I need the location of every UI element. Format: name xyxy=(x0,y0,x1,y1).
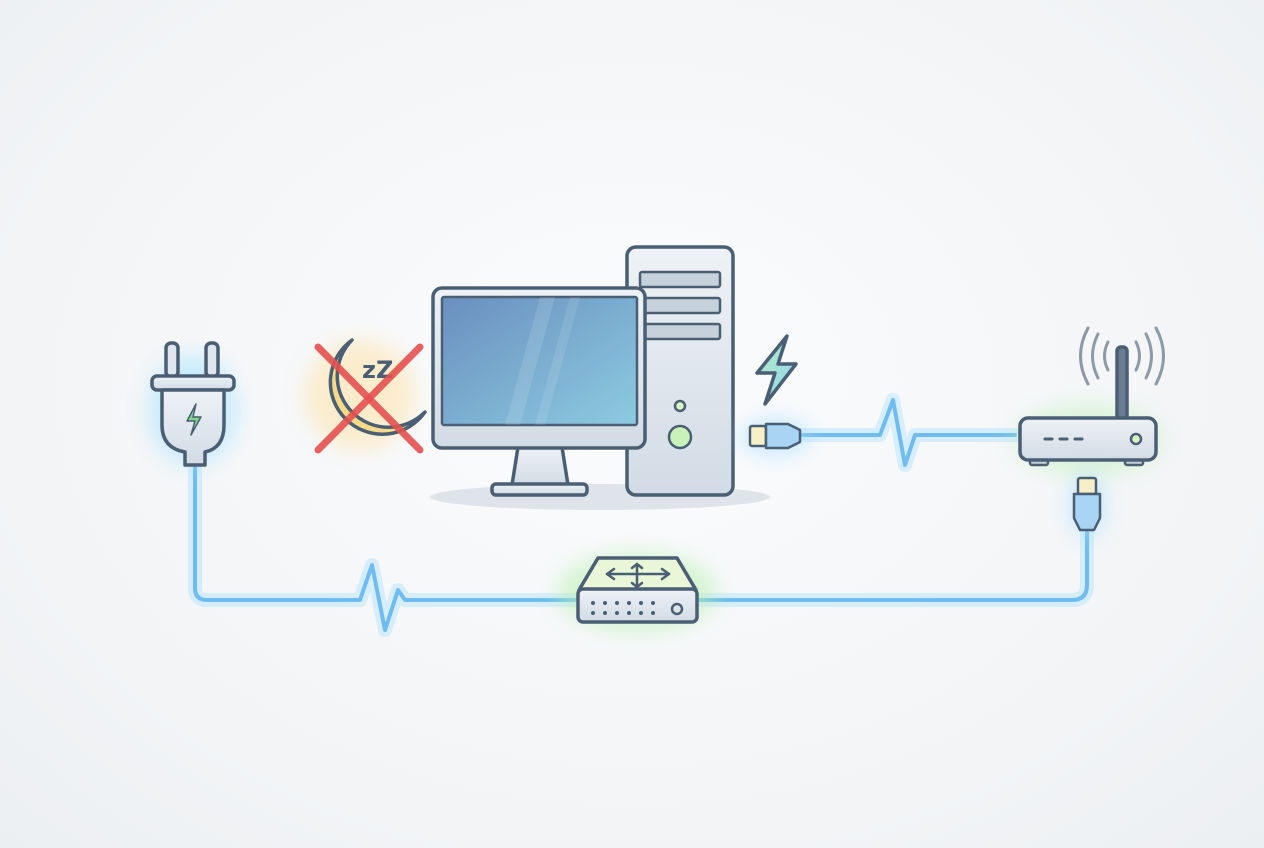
lightning-bolt-icon xyxy=(755,334,798,406)
rj45-icon xyxy=(1069,473,1105,537)
switch-to-router-cable xyxy=(690,523,1094,607)
computer-to-router-cable xyxy=(793,393,1022,472)
screen xyxy=(440,295,639,427)
moon-crossed-icon: zZ xyxy=(305,338,427,454)
wifi-waves-icon xyxy=(1079,326,1165,386)
arrows-icon xyxy=(605,562,671,589)
lightning-bolt-icon xyxy=(186,403,202,436)
power-cable xyxy=(188,458,587,637)
rj45-icon xyxy=(740,419,810,455)
desktop-computer-icon xyxy=(430,245,770,510)
wifi-router-icon xyxy=(1013,326,1165,475)
power-button xyxy=(667,424,693,450)
plug-icon xyxy=(148,341,238,467)
network-switch-icon xyxy=(557,552,717,632)
monitor xyxy=(431,286,647,497)
